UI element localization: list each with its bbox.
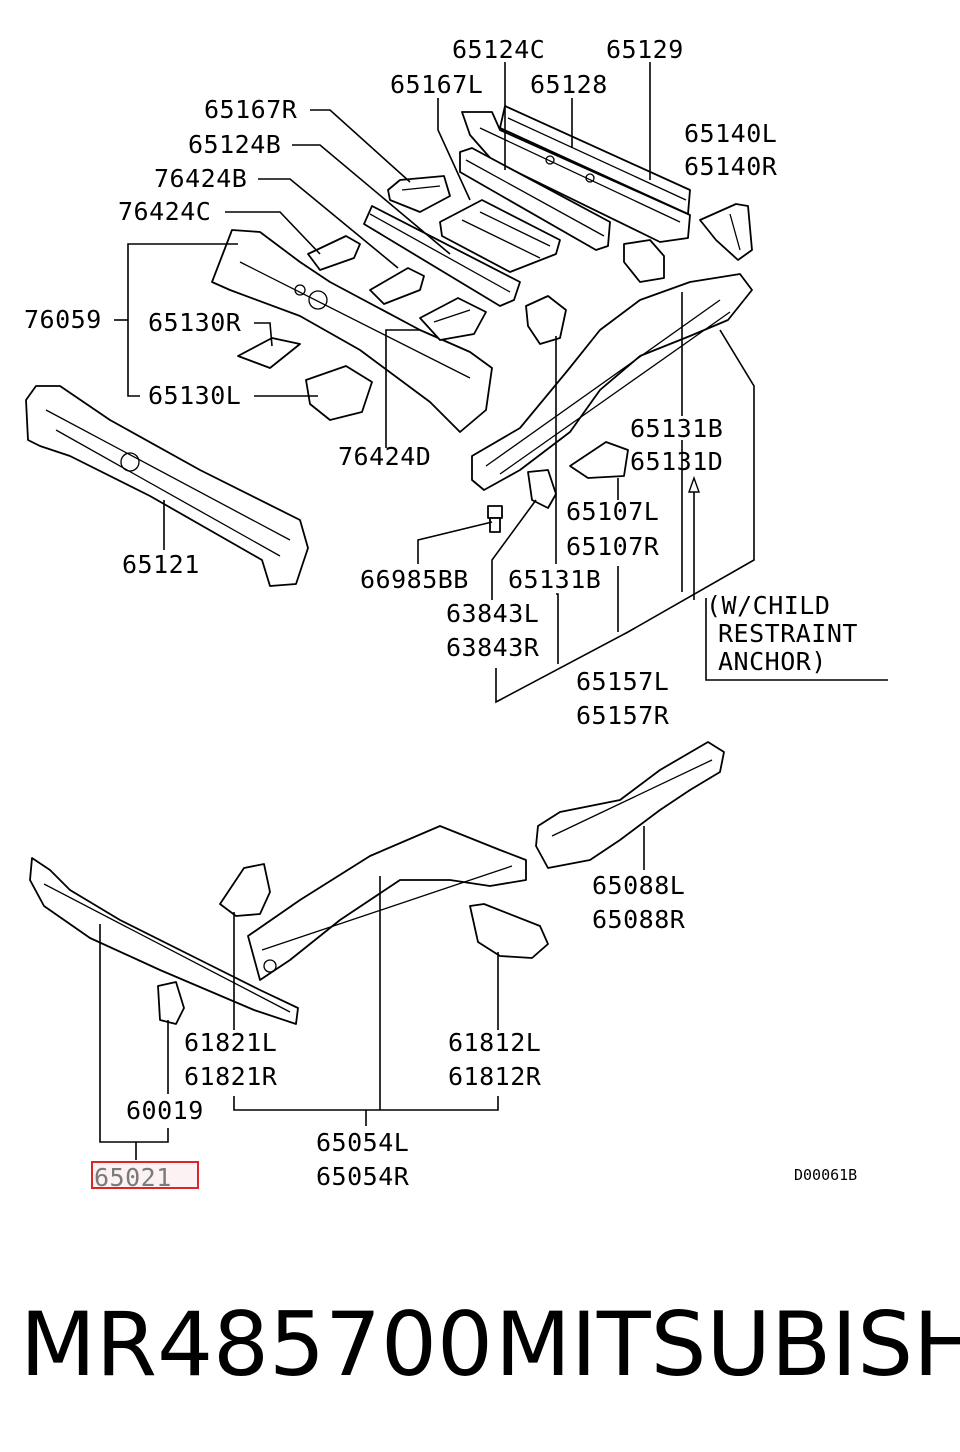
part-60019	[157, 981, 185, 1025]
label-76424D[interactable]: 76424D	[338, 442, 431, 471]
part-65054	[247, 825, 527, 981]
brand-name: MITSUBISHI	[495, 1293, 960, 1396]
part-61812	[469, 903, 549, 959]
note-line-1: (W/CHILD	[706, 591, 830, 620]
note-line-3: ANCHOR)	[718, 647, 827, 676]
part-65131B-upper	[623, 239, 665, 283]
label-65131B-top[interactable]: 65131B	[630, 414, 723, 443]
part-76424B	[369, 267, 425, 305]
label-76424C[interactable]: 76424C	[118, 197, 211, 226]
label-61821L[interactable]: 61821L	[184, 1028, 277, 1057]
label-66985BB[interactable]: 66985BB	[360, 565, 469, 594]
note-line-2: RESTRAINT	[718, 619, 858, 648]
label-65128[interactable]: 65128	[530, 70, 608, 99]
label-65131B[interactable]: 65131B	[508, 565, 601, 594]
part-76059	[211, 229, 493, 433]
label-76059[interactable]: 76059	[24, 305, 102, 334]
part-63843	[527, 469, 557, 509]
label-65124C[interactable]: 65124C	[452, 35, 545, 64]
part-66985BB	[487, 505, 503, 533]
highlight-box	[91, 1161, 199, 1189]
label-65167L[interactable]: 65167L	[390, 70, 483, 99]
label-65129[interactable]: 65129	[606, 35, 684, 64]
label-65140L[interactable]: 65140L	[684, 119, 777, 148]
part-65107	[569, 441, 629, 479]
label-65107L[interactable]: 65107L	[566, 497, 659, 526]
diagram-canvas: 65124C 65129 65167L 65128 65167R 65140L …	[24, 35, 888, 1192]
label-65054R[interactable]: 65054R	[316, 1162, 410, 1191]
part-65130R	[237, 337, 301, 369]
label-61812R[interactable]: 61812R	[448, 1062, 542, 1091]
part-65088	[535, 741, 725, 869]
part-76424C	[307, 235, 361, 271]
label-60019[interactable]: 60019	[126, 1096, 204, 1125]
footer: MR485700 MITSUBISHI	[0, 1285, 960, 1405]
label-76424B[interactable]: 76424B	[154, 164, 247, 193]
label-65157L[interactable]: 65157L	[576, 667, 669, 696]
part-65124B	[363, 205, 521, 307]
part-65131B-lower	[525, 295, 567, 345]
label-65088R[interactable]: 65088R	[592, 905, 686, 934]
label-65167R[interactable]: 65167R	[204, 95, 298, 124]
part-61821	[219, 863, 271, 917]
label-61821R[interactable]: 61821R	[184, 1062, 278, 1091]
part-65130L	[305, 365, 373, 421]
part-65021	[29, 857, 299, 1025]
label-65088L[interactable]: 65088L	[592, 871, 685, 900]
label-61812L[interactable]: 61812L	[448, 1028, 541, 1057]
label-65121[interactable]: 65121	[122, 550, 200, 579]
part-65128	[461, 111, 691, 243]
part-labels: 65124C 65129 65167L 65128 65167R 65140L …	[24, 35, 858, 1192]
label-65130L[interactable]: 65130L	[148, 381, 241, 410]
label-65107R[interactable]: 65107R	[566, 532, 660, 561]
part-65167L	[439, 199, 561, 273]
label-65054L[interactable]: 65054L	[316, 1128, 409, 1157]
label-65124B[interactable]: 65124B	[188, 130, 281, 159]
label-63843L[interactable]: 63843L	[446, 599, 539, 628]
part-number: MR485700	[20, 1293, 493, 1396]
part-65121	[25, 385, 309, 587]
label-65130R[interactable]: 65130R	[148, 308, 242, 337]
part-65140	[699, 203, 753, 261]
leader-lines	[99, 62, 888, 1160]
part-65167R	[387, 175, 451, 213]
label-65157R[interactable]: 65157R	[576, 701, 670, 730]
label-63843R[interactable]: 63843R	[446, 633, 540, 662]
label-65021[interactable]: 65021	[94, 1163, 172, 1192]
label-65131D[interactable]: 65131D	[630, 447, 723, 476]
part-76424D	[419, 297, 487, 341]
label-65140R[interactable]: 65140R	[684, 152, 778, 181]
drawing-code: D00061B	[794, 1166, 857, 1184]
part-65124C	[459, 147, 611, 251]
